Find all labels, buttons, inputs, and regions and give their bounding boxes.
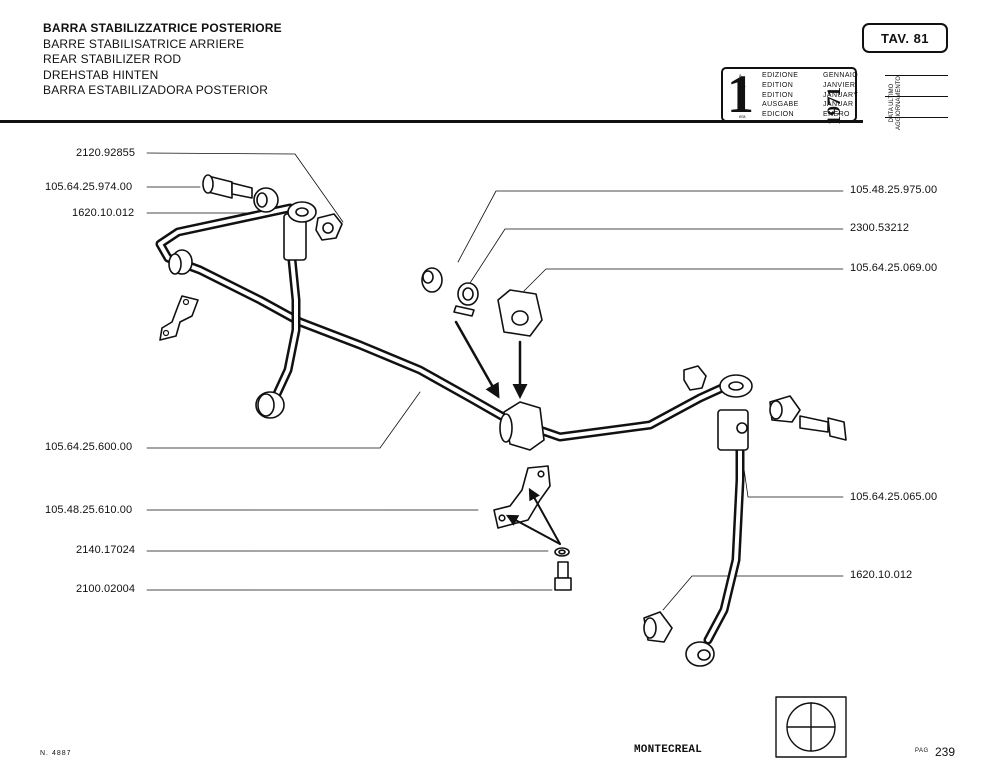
edition-word-fr: EDITION <box>762 82 794 89</box>
leader-lines-right <box>457 190 844 611</box>
document-code: N. 4887 <box>40 750 72 757</box>
left-drop-link <box>255 201 317 419</box>
part-label-105-64-25-974-00: 105.64.25.974.00 <box>45 181 133 193</box>
title-block: BARRA STABILIZZATRICE POSTERIORE BARRE S… <box>43 21 282 99</box>
nut-upper-left <box>315 213 343 241</box>
update-line-2 <box>885 96 948 97</box>
brand-logo <box>775 696 847 758</box>
title-french: BARRE STABILISATRICE ARRIERE <box>43 36 245 51</box>
part-label-105-64-25-069-00: 105.64.25.069.00 <box>850 262 938 274</box>
edition-sup-2: ere <box>739 84 746 89</box>
bushing-upper-left <box>253 187 279 213</box>
stabilizer-bar <box>155 203 740 442</box>
header-rule <box>0 120 863 123</box>
edition-word-en: EDITION <box>762 92 794 99</box>
edition-sup-3: st <box>739 94 743 99</box>
update-line-1 <box>885 75 948 76</box>
edition-month-es: ENERO <box>823 111 850 118</box>
part-label-1620-10-012-right: 1620.10.012 <box>850 569 913 581</box>
nut-right <box>683 365 707 391</box>
lower-clamp-bracket <box>493 465 551 529</box>
title-german: DREHSTAB HINTEN <box>43 67 159 82</box>
title-spanish: BARRA ESTABILIZADORA POSTERIOR <box>43 83 269 98</box>
title-italian: BARRA STABILIZZATRICE POSTERIORE <box>43 21 282 35</box>
part-label-105-48-25-610-00: 105.48.25.610.00 <box>45 504 133 516</box>
left-clamp-bracket <box>159 295 199 341</box>
bushing-right <box>769 395 801 423</box>
page-prefix: PAG <box>915 748 929 754</box>
edition-number: 1 <box>727 64 754 124</box>
part-label-2100-02004: 2100.02004 <box>76 583 136 595</box>
edition-word-de: AUSGABE <box>762 101 799 108</box>
arrow-bracket-1 <box>528 487 561 545</box>
bolt-upper-left <box>202 174 253 199</box>
plate-number: TAV. 81 <box>862 23 948 53</box>
hose-clamp-middle <box>453 282 479 317</box>
edition-month-fr: JANVIER <box>823 82 856 89</box>
edition-word-es: EDICION <box>762 111 794 118</box>
part-label-105-48-25-975-00: 105.48.25.975.00 <box>850 184 938 196</box>
part-label-2140-17024: 2140.17024 <box>76 544 136 556</box>
brand-name: MONTECREAL <box>634 744 703 756</box>
bushing-lower-right <box>643 611 673 643</box>
part-label-2120-92855: 2120.92855 <box>76 147 136 159</box>
edition-sup-1: a <box>739 73 742 78</box>
edition-word-it: EDIZIONE <box>762 72 799 79</box>
part-label-105-64-25-600-00: 105.64.25.600.00 <box>45 441 133 453</box>
bushing-small-middle <box>421 267 443 293</box>
washer <box>554 547 570 557</box>
edition-month-de: JANUAR <box>823 101 854 108</box>
edition-month-en: JANUARY <box>823 92 859 99</box>
bolt-right <box>799 415 847 441</box>
title-english: REAR STABILIZER ROD <box>43 52 182 67</box>
bolt-lower <box>554 561 572 591</box>
part-label-105-64-25-065-00: 105.64.25.065.00 <box>850 491 938 503</box>
rubber-bushing-middle <box>497 289 543 337</box>
arrow-bracket-2 <box>505 514 561 545</box>
part-label-2300-53212: 2300.53212 <box>850 222 910 234</box>
left-bar-bushing <box>168 249 193 275</box>
center-bar-bushing <box>499 401 545 451</box>
leader-lines-left <box>146 152 553 591</box>
page-number: 239 <box>935 745 956 759</box>
arrow-to-bar-1 <box>454 320 500 399</box>
right-drop-link <box>685 374 753 667</box>
part-label-1620-10-012-left: 1620.10.012 <box>72 207 135 219</box>
update-line-3 <box>885 117 948 118</box>
edition-sup-5: era <box>739 114 746 119</box>
edition-month-it: GENNAIO <box>823 72 859 79</box>
